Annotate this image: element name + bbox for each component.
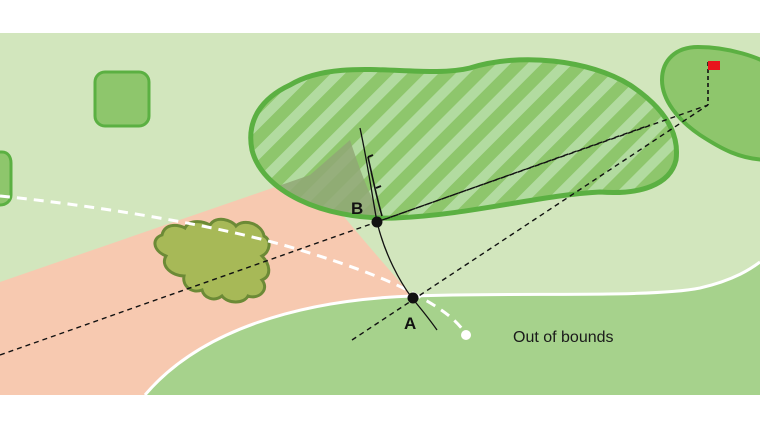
arc-line [359,127,438,331]
reference-line-b-hazard [376,124,651,223]
point-b-marker [371,216,383,228]
striped-hazard-outline [248,57,679,221]
bush-icon [153,217,271,304]
point-a-label: A [404,314,416,333]
tee-box [93,70,151,128]
ball-path [0,194,468,335]
penalty-overlap [250,140,390,219]
ball-icon [461,330,471,340]
tick-mark [375,185,382,189]
reference-line-a [351,104,709,341]
out-of-bounds-label: Out of bounds [513,329,614,346]
tick-mark [367,154,374,158]
arc-segment [367,156,383,217]
point-a-marker [407,292,419,304]
left-green-fragment [0,150,13,207]
boundary-line [143,260,760,395]
putting-green [659,44,760,162]
flag-icon [708,61,720,70]
point-b-label: B [351,199,363,218]
